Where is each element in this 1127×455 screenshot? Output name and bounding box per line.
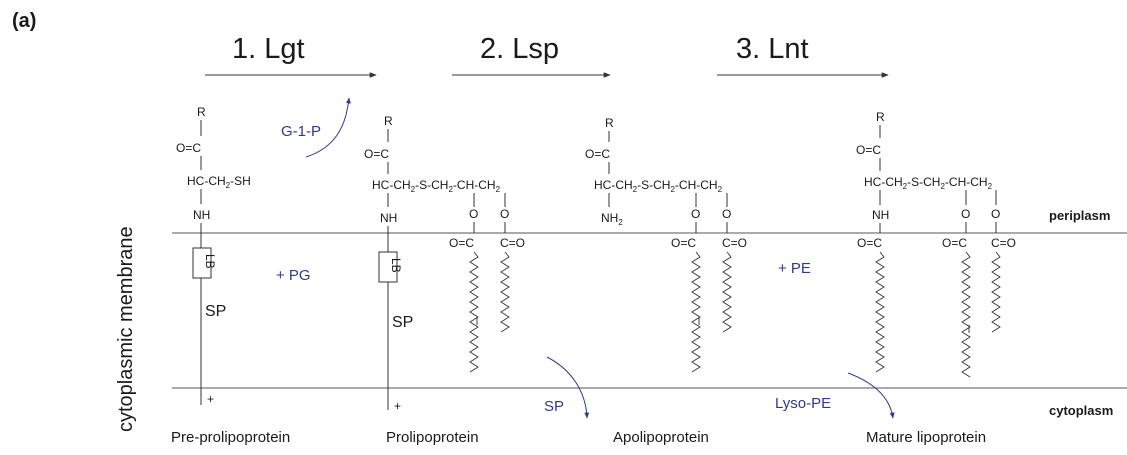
- carbonyl: O=C: [176, 141, 201, 155]
- step-label-lnt: 3. Lnt: [736, 33, 809, 65]
- amide-carbonyl: O=C: [857, 236, 882, 250]
- signal-peptide-label: SP: [205, 303, 226, 320]
- glyceryl-oxygen: O: [469, 207, 478, 221]
- plus-pg-label: + PG: [276, 267, 311, 284]
- stage-label-apolipoprotein: Apolipoprotein: [613, 429, 709, 446]
- step-label-lgt: 1. Lgt: [232, 33, 305, 65]
- periplasm-label: periplasm: [1049, 208, 1110, 223]
- g1p-release-arrow: [305, 97, 351, 158]
- g1p-label: G-1-P: [281, 123, 321, 140]
- unsaturated-fatty-acid-chain: [691, 251, 701, 373]
- diacylglyceryl-cysteine: HC-CH2-S-CH2-CH-CH2: [372, 178, 501, 194]
- signal-peptide-label: SP: [392, 314, 413, 331]
- r-group: R: [876, 110, 885, 124]
- glyceryl-oxygen: O: [722, 207, 731, 221]
- r-group: R: [605, 116, 614, 130]
- glyceryl-oxygen: O: [500, 207, 509, 221]
- ester-carbonyl: O=C: [942, 236, 967, 250]
- lyso-pe-release-arrow: [847, 372, 895, 419]
- step-label-lsp: 2. Lsp: [480, 33, 559, 65]
- lipobox-label: LB: [389, 258, 403, 273]
- carbonyl: O=C: [856, 143, 881, 157]
- panel-label: (a): [12, 10, 36, 32]
- carbonyl: O=C: [585, 147, 610, 161]
- amide-nh: NH: [872, 208, 889, 222]
- charge-plus: +: [207, 392, 214, 406]
- n-acyl-fatty-acid-chain: [875, 251, 885, 373]
- ester-carbonyl: O=C: [449, 236, 474, 250]
- ester-carbonyl: C=O: [500, 236, 525, 250]
- ester-carbonyl: O=C: [671, 236, 696, 250]
- molecule-mature-lipoprotein: R O=C HC-CH2-S-CH2-CH-CH2 NH O=C O O O=C…: [856, 110, 1016, 378]
- lyso-pe-label: Lyso-PE: [775, 395, 831, 412]
- molecule-pre-prolipoprotein: R O=C HC-CH2-SH NH LB SP +: [176, 105, 251, 406]
- charge-plus: +: [394, 399, 401, 413]
- molecule-apolipoprotein: R O=C HC-CH2-S-CH2-CH-CH2 NH2 O O O=C C=…: [585, 116, 747, 373]
- cysteine-sh: HC-CH2-SH: [187, 174, 251, 190]
- saturated-fatty-acid-chain: [991, 251, 1001, 333]
- r-group: R: [197, 105, 206, 119]
- ester-carbonyl: C=O: [991, 236, 1016, 250]
- unsaturated-fatty-acid-chain: [469, 251, 479, 373]
- lipobox-label: LB: [203, 254, 217, 269]
- glyceryl-oxygen: O: [961, 207, 970, 221]
- stage-label-pre-prolipoprotein: Pre-prolipoprotein: [171, 429, 290, 446]
- sp-release-arrow: [546, 356, 590, 419]
- r-group: R: [384, 114, 393, 128]
- plus-pe-label: + PE: [778, 260, 811, 277]
- free-amine: NH2: [601, 211, 623, 227]
- amine: NH: [193, 208, 210, 222]
- glyceryl-oxygen: O: [991, 207, 1000, 221]
- ester-carbonyl: C=O: [722, 236, 747, 250]
- glyceryl-oxygen: O: [691, 207, 700, 221]
- saturated-fatty-acid-chain: [500, 251, 510, 333]
- sp-byproduct-label: SP: [544, 398, 564, 415]
- stage-label-prolipoprotein: Prolipoprotein: [386, 429, 479, 446]
- molecule-prolipoprotein: R O=C HC-CH2-S-CH2-CH-CH2 NH LB SP + O O…: [364, 114, 525, 413]
- diacylglyceryl-cysteine: HC-CH2-S-CH2-CH-CH2: [864, 175, 993, 191]
- membrane-vertical-label: cytoplasmic membrane: [115, 226, 137, 432]
- saturated-fatty-acid-chain: [722, 251, 732, 333]
- diacylglyceryl-cysteine: HC-CH2-S-CH2-CH-CH2: [594, 178, 723, 194]
- lipobox: [192, 247, 212, 279]
- unsaturated-fatty-acid-chain: [961, 251, 971, 378]
- amine: NH: [380, 211, 397, 225]
- stage-label-mature-lipoprotein: Mature lipoprotein: [866, 429, 986, 446]
- carbonyl: O=C: [364, 147, 389, 161]
- cytoplasm-label: cytoplasm: [1049, 403, 1113, 418]
